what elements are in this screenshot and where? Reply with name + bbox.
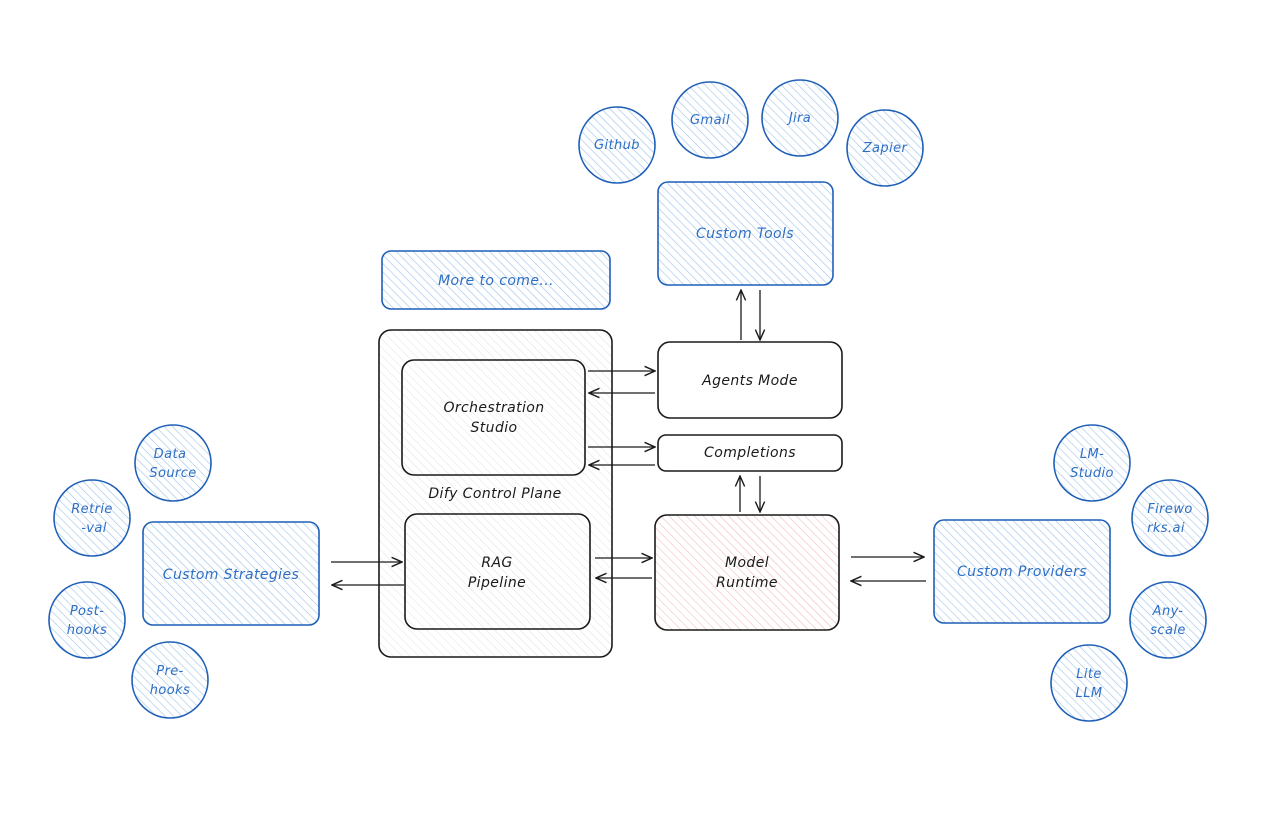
jira-label: Jira	[786, 111, 811, 126]
tool-gmail-node: Gmail	[671, 81, 749, 159]
more-to-come-label: More to come...	[438, 273, 554, 289]
pre-hooks-line1: Pre-	[156, 664, 183, 679]
pre-hooks-line2: hooks	[150, 683, 190, 698]
fireworks-line1: Firewo	[1147, 502, 1192, 517]
strategy-post-hooks-node: Post- hooks	[48, 581, 126, 659]
post-hooks-line1: Post-	[70, 604, 104, 619]
provider-lm-studio-node: LM- Studio	[1053, 424, 1131, 502]
completions-label: Completions	[704, 445, 796, 461]
strategy-retrieval-node: Retrie -val	[53, 479, 131, 557]
control-plane-label: Dify Control Plane	[428, 486, 561, 502]
anyscale-line1: Any-	[1152, 604, 1184, 619]
post-hooks-line2: hooks	[67, 623, 107, 638]
anyscale-line2: scale	[1150, 623, 1186, 638]
data-source-line1: Data	[154, 447, 187, 462]
data-source-line2: Source	[149, 466, 196, 481]
custom-tools-label: Custom Tools	[696, 226, 794, 242]
provider-anyscale-node: Any- scale	[1129, 581, 1207, 659]
arrows-group	[331, 290, 926, 585]
strategy-data-source-node: Data Source	[134, 424, 212, 502]
more-to-come-node: More to come...	[381, 250, 611, 310]
rag-label-line2: Pipeline	[468, 575, 526, 591]
tool-github-node: Github	[578, 106, 656, 184]
agents-mode-label: Agents Mode	[701, 373, 798, 389]
zapier-label: Zapier	[862, 141, 909, 156]
agents-mode-node: Agents Mode	[657, 341, 843, 419]
github-label: Github	[594, 138, 640, 153]
strategy-pre-hooks-node: Pre- hooks	[131, 641, 209, 719]
model-runtime-line1: Model	[725, 555, 769, 571]
provider-lite-llm-node: Lite LLM	[1050, 644, 1128, 722]
rag-label-line1: RAG	[481, 555, 512, 571]
orchestration-studio-node: Orchestration Studio	[401, 359, 586, 476]
provider-fireworks-node: Firewo rks.ai	[1131, 479, 1209, 557]
orchestration-label-line2: Studio	[471, 420, 518, 436]
custom-providers-label: Custom Providers	[957, 564, 1087, 580]
custom-strategies-node: Custom Strategies	[142, 521, 320, 626]
custom-tools-node: Custom Tools	[657, 181, 834, 286]
retrieval-line1: Retrie	[71, 502, 112, 517]
gmail-label: Gmail	[690, 113, 730, 128]
tool-zapier-node: Zapier	[846, 109, 924, 187]
orchestration-label-line1: Orchestration	[443, 400, 544, 416]
retrieval-line2: -val	[81, 521, 107, 536]
lite-llm-line2: LLM	[1076, 686, 1103, 701]
custom-providers-node: Custom Providers	[933, 519, 1111, 624]
custom-strategies-label: Custom Strategies	[163, 567, 299, 583]
completions-node: Completions	[657, 434, 843, 472]
lite-llm-line1: Lite	[1076, 667, 1102, 682]
model-runtime-node: Model Runtime	[654, 514, 840, 631]
fireworks-line2: rks.ai	[1147, 521, 1185, 536]
lm-studio-line1: LM-	[1080, 447, 1104, 462]
model-runtime-line2: Runtime	[716, 575, 778, 591]
tool-jira-node: Jira	[761, 79, 839, 157]
rag-pipeline-node: RAG Pipeline	[404, 513, 591, 630]
lm-studio-line2: Studio	[1070, 466, 1114, 481]
